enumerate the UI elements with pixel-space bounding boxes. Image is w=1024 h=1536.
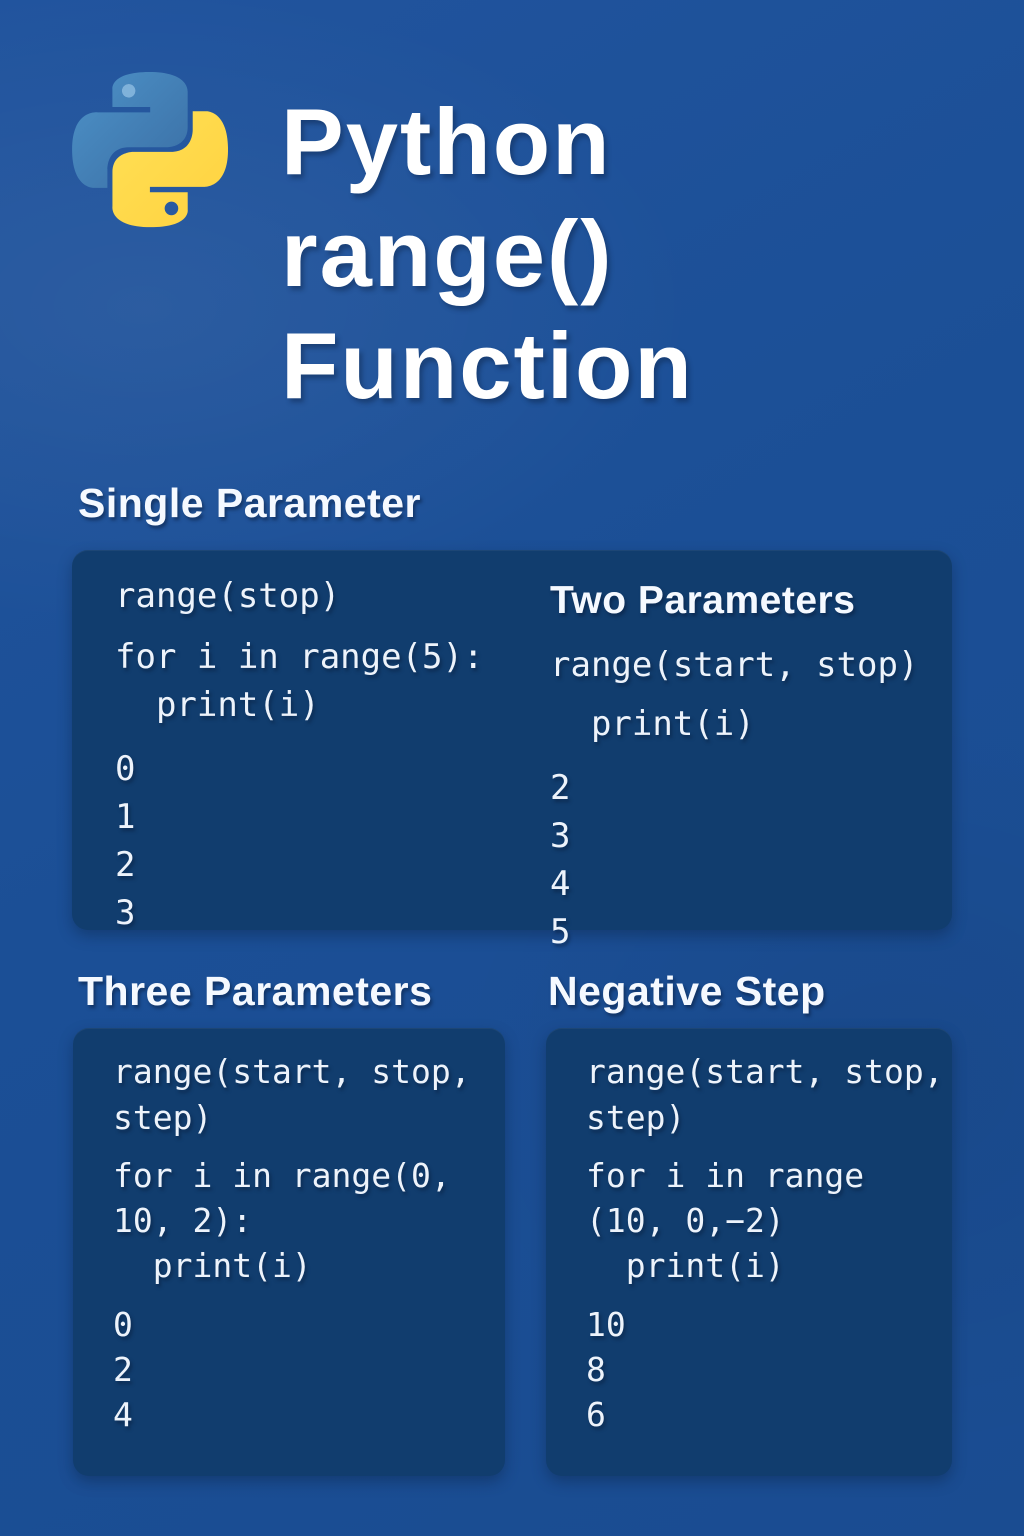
output-line: 8 — [586, 1350, 606, 1389]
signature-line: range(start, stop, — [586, 1052, 944, 1091]
code-line: print(i) — [113, 1246, 312, 1285]
output-line: 1 — [115, 797, 136, 837]
signature-line: range(start, stop) — [550, 645, 919, 685]
code-line: print(i) — [115, 685, 320, 725]
output-line: 0 — [113, 1305, 133, 1344]
example-single-parameter: range(stop) for i in range(5): print(i) … — [115, 572, 483, 937]
code-block: for i in range(0, 10, 2): print(i) — [113, 1153, 471, 1288]
section-heading-negative-step: Negative Step — [548, 968, 826, 1014]
output-line: 2 — [115, 845, 136, 885]
signature-line: step) — [113, 1098, 213, 1137]
example-negative-step: range(start, stop, step) for i in range … — [586, 1049, 944, 1437]
output-line: 4 — [550, 864, 571, 904]
section-heading-single-parameter: Single Parameter — [78, 480, 421, 526]
output-block: 10 8 6 — [586, 1302, 944, 1437]
example-three-parameters: range(start, stop, step) for i in range(… — [113, 1049, 471, 1437]
code-block: for i in range(5): print(i) — [115, 633, 483, 729]
signature-block: range(start, stop, step) — [586, 1049, 944, 1141]
output-line: 5 — [550, 912, 571, 952]
code-line: print(i) — [550, 704, 755, 744]
code-line: print(i) — [586, 1246, 785, 1285]
code-line: for i in range — [586, 1156, 865, 1195]
signature-line: range(stop) — [115, 576, 341, 616]
section-heading-two-parameters: Two Parameters — [550, 579, 856, 622]
section-heading-three-parameters: Three Parameters — [78, 968, 433, 1014]
output-line: 3 — [550, 816, 571, 856]
card-negative-step: range(start, stop, step) for i in range … — [546, 1028, 952, 1476]
signature-block: range(start, stop, step) — [113, 1049, 471, 1141]
code-line: for i in range(0, — [113, 1156, 451, 1195]
output-line: 4 — [113, 1395, 133, 1434]
page-title: Python range() Function — [281, 86, 694, 422]
python-logo-icon — [72, 72, 228, 228]
signature-line: step) — [586, 1098, 686, 1137]
card-three-parameters: range(start, stop, step) for i in range(… — [73, 1028, 505, 1476]
code-line: (10, 0,−2) — [586, 1201, 785, 1240]
title-line: Python — [281, 89, 612, 194]
output-line: 10 — [586, 1305, 626, 1344]
card-single-and-two-parameters: range(stop) for i in range(5): print(i) … — [72, 550, 952, 952]
python-logo-svg — [72, 72, 228, 228]
signature-line: range(start, stop, — [113, 1052, 471, 1091]
code-block: print(i) — [550, 700, 918, 748]
output-line: 2 — [550, 768, 571, 808]
title-line: range() — [281, 201, 614, 306]
snake-eye — [121, 84, 136, 98]
title-line: Function — [281, 313, 694, 418]
output-line: 0 — [115, 749, 136, 789]
code-line: for i in range(5): — [115, 637, 484, 677]
output-block: 0 1 2 3 — [115, 745, 483, 937]
output-line: 3 — [115, 893, 136, 933]
output-line: 2 — [113, 1350, 133, 1389]
code-line: 10, 2): — [113, 1201, 253, 1240]
code-block: for i in range (10, 0,−2) print(i) — [586, 1153, 944, 1288]
example-two-parameters: Two Parameters range(start, stop) print(… — [550, 578, 918, 956]
output-line: 6 — [586, 1395, 606, 1434]
output-block: 2 3 4 5 — [550, 764, 918, 956]
output-block: 0 2 4 — [113, 1302, 471, 1437]
